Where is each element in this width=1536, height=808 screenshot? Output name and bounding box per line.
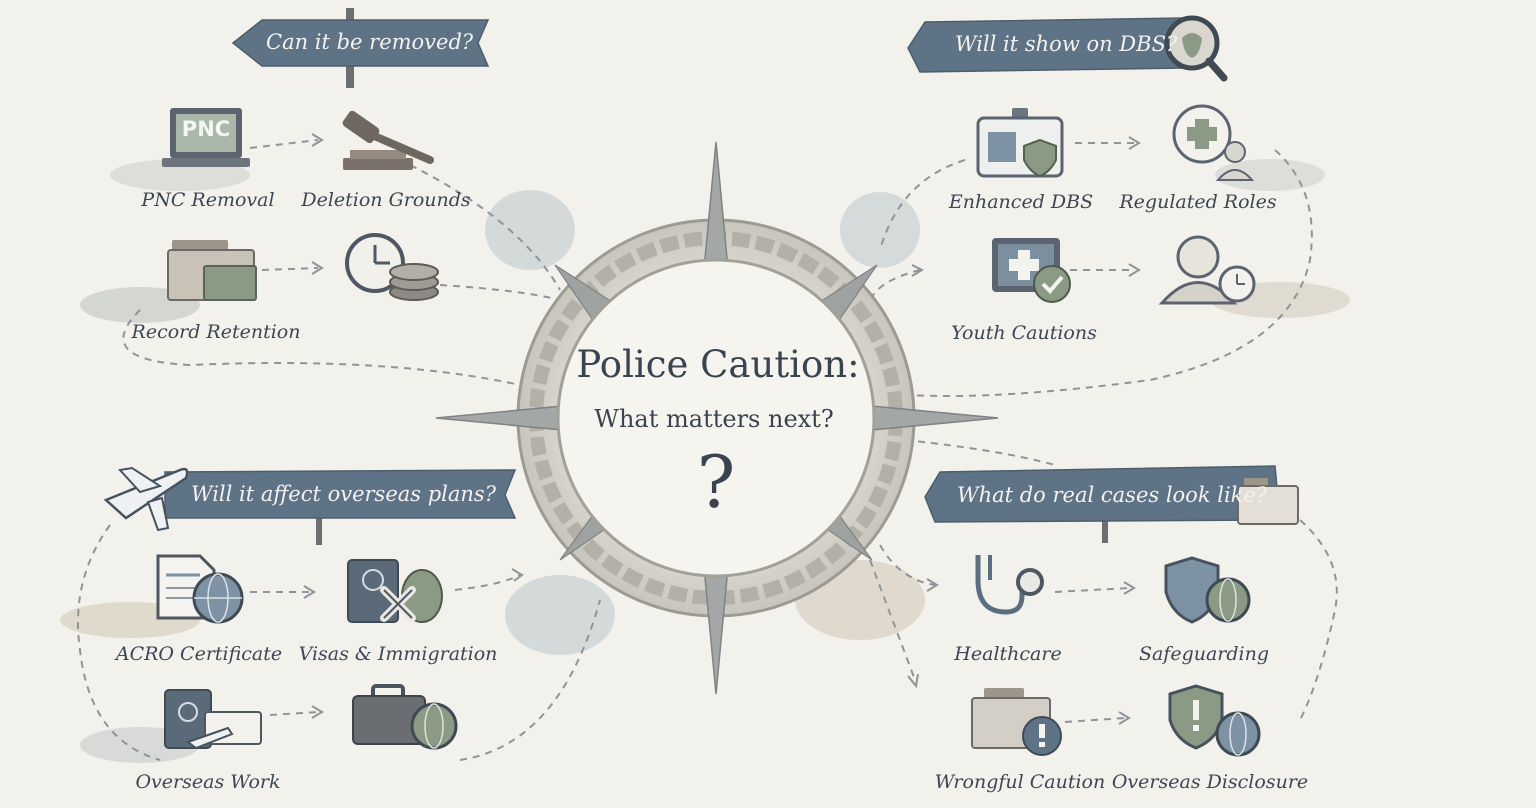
center-subtitle: What matters next? xyxy=(594,405,834,433)
question-mark-icon: ? xyxy=(696,440,736,524)
passport-denied-icon xyxy=(347,559,443,623)
id-badge-icon xyxy=(976,108,1064,178)
folder-outline-icon xyxy=(1237,478,1299,525)
folder-warning-icon xyxy=(971,688,1062,756)
banner-removal-text: Can it be removed? xyxy=(266,30,474,54)
item-overseas-disclosure: Overseas Disclosure xyxy=(1111,771,1309,793)
item-regulated-roles: Regulated Roles xyxy=(1119,191,1277,213)
pnc-screen-text: PNC xyxy=(181,117,231,141)
clock-coins-icon xyxy=(345,233,439,301)
passport-ticket-icon xyxy=(164,689,262,750)
connector-arrowheads xyxy=(303,133,1141,725)
stethoscope-icon xyxy=(975,555,1044,615)
airplane-icon xyxy=(103,466,189,532)
item-youth-cautions: Youth Cautions xyxy=(951,322,1097,344)
item-healthcare: Healthcare xyxy=(954,643,1062,665)
item-wrongful-caution: Wrongful Caution xyxy=(934,771,1106,793)
item-overseas-work: Overseas Work xyxy=(135,771,281,793)
person-clock-icon xyxy=(1158,235,1256,305)
magnifier-icon xyxy=(1164,15,1228,82)
laptop-icon xyxy=(162,108,250,167)
item-enhanced-dbs: Enhanced DBS xyxy=(948,191,1094,213)
connector-paths xyxy=(77,139,1338,761)
banner-dbs-text: Will it show on DBS? xyxy=(955,32,1178,56)
center-title: Police Caution: xyxy=(576,343,860,386)
certificate-globe-icon xyxy=(156,554,244,624)
item-record-retention: Record Retention xyxy=(131,321,301,343)
shield-globe-icon xyxy=(1164,556,1251,624)
gavel-icon xyxy=(342,110,434,170)
item-pnc-removal: PNC Removal xyxy=(141,189,275,211)
item-visas-immigration: Visas & Immigration xyxy=(298,643,498,665)
item-safeguarding: Safeguarding xyxy=(1138,643,1270,665)
item-deletion-grounds: Deletion Grounds xyxy=(301,189,471,211)
banner-removal xyxy=(231,8,490,88)
monitor-shield-icon xyxy=(992,238,1071,303)
banner-overseas-text: Will it affect overseas plans? xyxy=(191,482,496,506)
item-acro-certificate: ACRO Certificate xyxy=(115,643,283,665)
briefcase-globe-icon xyxy=(352,684,458,750)
medical-cross-icon xyxy=(1172,104,1255,181)
shield-warning-globe-icon xyxy=(1168,684,1261,757)
folder-icon xyxy=(167,240,257,301)
banner-cases-text: What do real cases look like? xyxy=(957,483,1268,507)
compass-rose xyxy=(435,141,999,695)
